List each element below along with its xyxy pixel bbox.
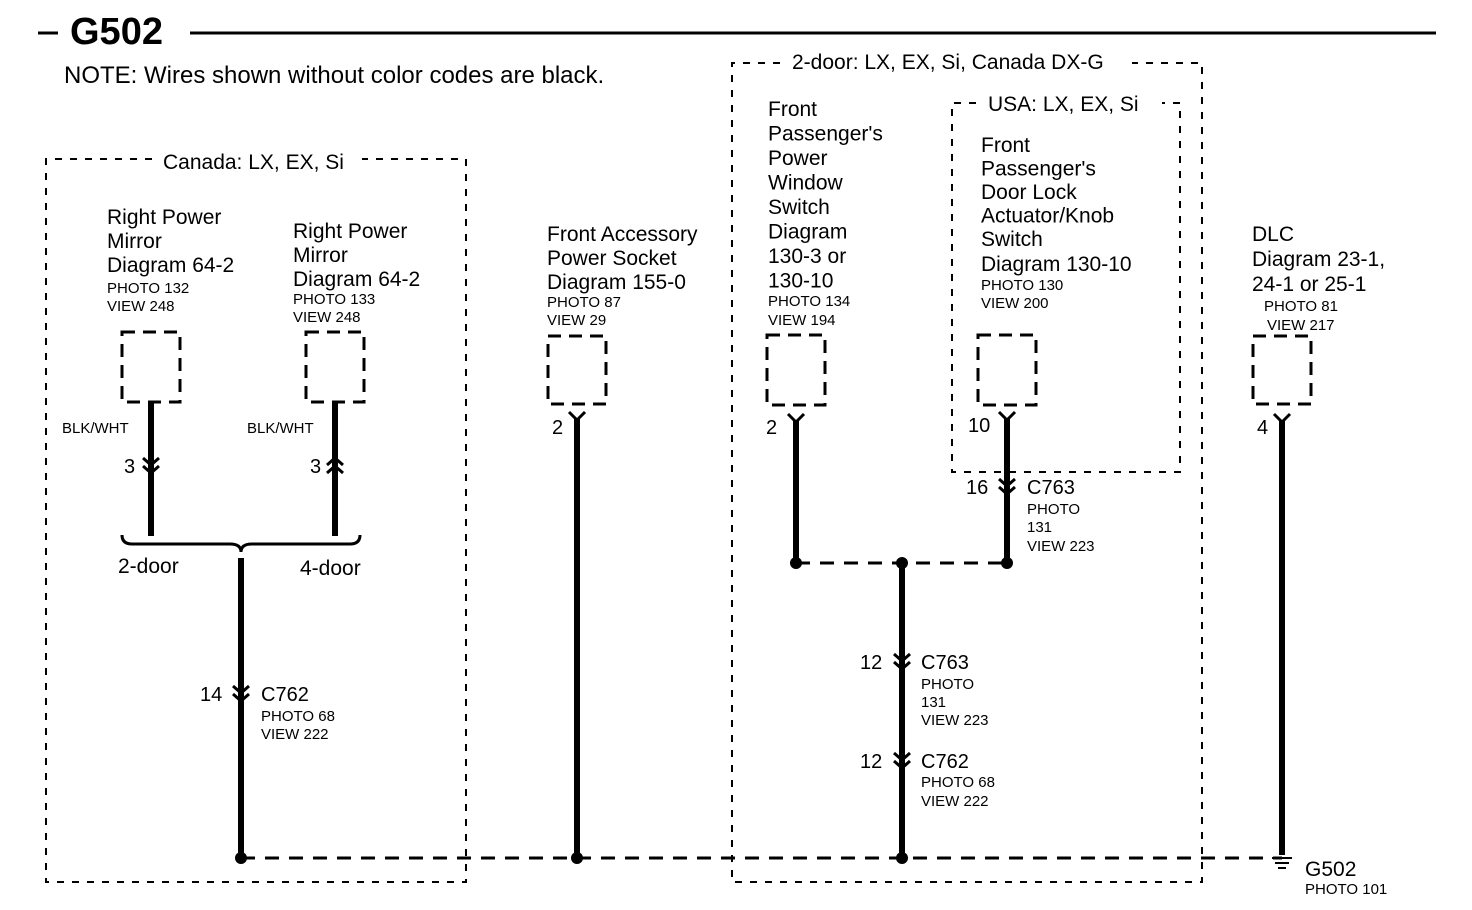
connector-c763-lower: 12 C763 PHOTO 131 VIEW 223 [860, 652, 989, 729]
connector-chevron-icon [232, 684, 250, 703]
svg-text:VIEW 194: VIEW 194 [768, 312, 836, 329]
svg-text:PHOTO 134: PHOTO 134 [768, 293, 850, 310]
svg-text:PHOTO 130: PHOTO 130 [981, 277, 1063, 294]
svg-text:VIEW 248: VIEW 248 [293, 309, 361, 326]
svg-text:PHOTO 132: PHOTO 132 [107, 280, 189, 297]
connector-chevron-icon [142, 456, 160, 475]
group-twodoor-label: 2-door: LX, EX, Si, Canada DX-G [792, 51, 1104, 74]
svg-text:10: 10 [968, 415, 990, 437]
svg-text:VIEW 222: VIEW 222 [921, 793, 989, 810]
group-usa: USA: LX, EX, Si [951, 93, 1181, 473]
connector-c763-upper: 16 C763 PHOTO 131 VIEW 223 [966, 477, 1095, 555]
svg-text:BLK/WHT: BLK/WHT [62, 420, 129, 437]
svg-text:2: 2 [552, 417, 563, 439]
svg-text:2: 2 [766, 417, 777, 439]
svg-text:PHOTO 81: PHOTO 81 [1264, 298, 1338, 315]
svg-text:12: 12 [860, 652, 882, 674]
svg-text:PHOTO 68: PHOTO 68 [261, 708, 335, 725]
svg-text:14: 14 [200, 684, 222, 706]
junction-dots [235, 557, 1013, 864]
svg-text:VIEW 217: VIEW 217 [1267, 317, 1335, 334]
splice-label-4door: 4-door [300, 557, 361, 580]
svg-text:G502: G502 [1305, 858, 1356, 881]
svg-text:131: 131 [1027, 519, 1052, 536]
accessory-socket-box [546, 334, 608, 406]
svg-text:C762: C762 [921, 751, 969, 773]
group-twodoor: 2-door: LX, EX, Si, Canada DX-G [731, 51, 1203, 883]
svg-text:PHOTO 101: PHOTO 101 [1305, 881, 1387, 898]
option-bracket: 2-door 4-door [118, 534, 362, 858]
mirror-2door-box [120, 330, 182, 404]
door-lock-box [976, 333, 1038, 407]
header: G502 NOTE: Wires shown without color cod… [38, 11, 1436, 89]
svg-text:4: 4 [1257, 417, 1268, 439]
connector-chevron-icon [893, 652, 911, 671]
svg-text:PHOTO 68: PHOTO 68 [921, 774, 995, 791]
page-title: G502 [70, 11, 163, 53]
svg-text:12: 12 [860, 751, 882, 773]
svg-text:PHOTO: PHOTO [1027, 501, 1080, 518]
svg-text:PHOTO: PHOTO [921, 676, 974, 693]
svg-text:C763: C763 [921, 652, 969, 674]
note-text: NOTE: Wires shown without color codes ar… [64, 62, 604, 89]
svg-text:VIEW 223: VIEW 223 [921, 712, 989, 729]
ground-g502: G502 PHOTO 101 [1272, 857, 1387, 898]
ground-symbol-icon [1272, 857, 1292, 869]
svg-text:BLK/WHT: BLK/WHT [247, 420, 314, 437]
svg-text:PHOTO 133: PHOTO 133 [293, 291, 375, 308]
svg-text:C762: C762 [261, 684, 309, 706]
connector-chevron-icon [893, 751, 911, 770]
svg-text:3: 3 [310, 456, 321, 478]
group-usa-label: USA: LX, EX, Si [988, 93, 1139, 116]
splice-label-2door: 2-door [118, 555, 179, 578]
dlc-box [1251, 334, 1313, 406]
svg-text:PHOTO 87: PHOTO 87 [547, 294, 621, 311]
svg-text:VIEW 29: VIEW 29 [547, 312, 606, 329]
connector-c762-left: 14 C762 PHOTO 68 VIEW 222 [200, 684, 335, 743]
svg-text:3: 3 [124, 456, 135, 478]
connector-chevron-icon [998, 477, 1016, 496]
svg-text:VIEW 222: VIEW 222 [261, 726, 329, 743]
svg-text:VIEW 223: VIEW 223 [1027, 538, 1095, 555]
window-switch-box [765, 333, 827, 407]
mirror-4door-box [304, 330, 366, 404]
group-canada-label: Canada: LX, EX, Si [163, 151, 344, 174]
connector-chevron-icon [326, 456, 344, 475]
svg-text:131: 131 [921, 694, 946, 711]
svg-text:C763: C763 [1027, 477, 1075, 499]
svg-text:16: 16 [966, 477, 988, 499]
connector-c762-lower: 12 C762 PHOTO 68 VIEW 222 [860, 751, 995, 810]
svg-text:VIEW 200: VIEW 200 [981, 295, 1049, 312]
group-canada: Canada: LX, EX, Si [45, 151, 467, 883]
svg-text:VIEW 248: VIEW 248 [107, 298, 175, 315]
